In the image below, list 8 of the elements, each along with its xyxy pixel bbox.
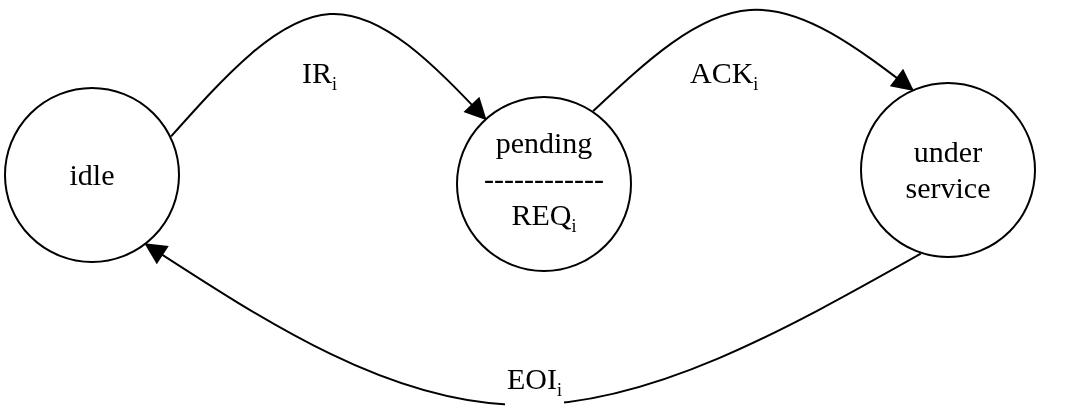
state-label: pending (495, 124, 593, 161)
divider-text: ------------ (484, 160, 604, 197)
state-label: REQ$_{i}$ (511, 196, 577, 238)
arrow (170, 13, 487, 138)
state-label: idle (69, 157, 115, 193)
arrow (592, 9, 914, 113)
arrow (144, 243, 922, 406)
state-label: under service (904, 134, 992, 206)
